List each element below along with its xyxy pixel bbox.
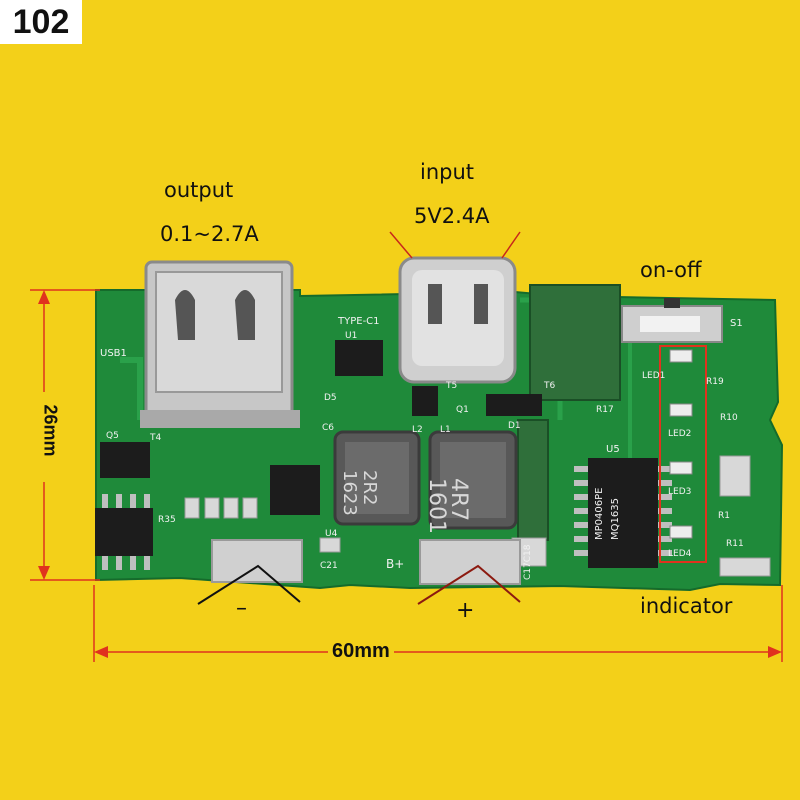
- copper-strip: [517, 419, 549, 541]
- silk-t4: T4: [149, 433, 161, 443]
- battery-pad-positive: [419, 539, 521, 585]
- silk-led4: LED4: [668, 549, 692, 559]
- silk-r1: R1: [718, 511, 730, 521]
- silk-inductor-l1: 4R7: [446, 478, 471, 521]
- indicator-highlight-box: [659, 345, 707, 563]
- silk-c17c18: C17C18: [523, 544, 533, 580]
- height-dimension-label: 26mm: [40, 404, 61, 457]
- input-callout-left: [389, 231, 413, 259]
- silk-d1: D1: [508, 421, 521, 431]
- slide-switch: [621, 298, 723, 343]
- product-number-badge: 102: [0, 0, 82, 44]
- silk-ic-u5-marking: MP0406PE: [594, 488, 605, 540]
- output-range-label: 0.1~2.7A: [160, 222, 259, 246]
- switch-label: on-off: [640, 258, 702, 282]
- silk-usb1: USB1: [100, 348, 127, 359]
- negative-terminal-label: –: [236, 596, 247, 621]
- silk-r35: R35: [158, 515, 176, 525]
- usb-c-port: [398, 256, 517, 384]
- silk-c6: C6: [322, 423, 334, 433]
- silk-type-c1: TYPE-C1: [337, 316, 380, 327]
- indicator-label: indicator: [640, 594, 733, 618]
- silk-u1: U1: [345, 331, 357, 341]
- usb-a-port: [140, 260, 300, 428]
- silk-q1: Q1: [456, 405, 469, 415]
- silk-t6: T6: [543, 381, 555, 391]
- silk-l1: L1: [440, 425, 451, 435]
- silk-d5: D5: [324, 393, 337, 403]
- silk-led3: LED3: [668, 487, 691, 497]
- input-spec-label: 5V2.4A: [414, 204, 490, 228]
- input-title-label: input: [420, 160, 475, 184]
- inductor-l1: [428, 430, 518, 530]
- positive-terminal-label: +: [456, 598, 475, 623]
- silk-r11: R11: [726, 539, 744, 549]
- thermal-pad: [529, 284, 621, 401]
- silk-r10: R10: [720, 413, 738, 423]
- inductor-l2: [333, 430, 421, 526]
- height-label-bg: [28, 392, 60, 482]
- transistor-q5: [100, 442, 150, 478]
- silk-u5: U5: [606, 444, 620, 455]
- silk-r19: R19: [706, 377, 724, 387]
- silk-ic-u5-marking-2: MQ1635: [610, 498, 621, 540]
- silk-s1: S1: [730, 318, 743, 329]
- silk-b-plus: B+: [386, 557, 404, 571]
- output-title-label: output: [164, 178, 234, 202]
- width-dimension-line: [93, 585, 783, 662]
- silk-l2: L2: [412, 425, 423, 435]
- silk-u4: U4: [325, 529, 338, 539]
- ic-qfn: [270, 465, 320, 515]
- silk-t5: T5: [445, 381, 457, 391]
- transistor-q1: [412, 386, 438, 416]
- diode-d1: [486, 394, 542, 416]
- ic-left: [95, 494, 153, 570]
- silk-led1: LED1: [642, 371, 665, 381]
- silk-q5: Q5: [106, 431, 119, 441]
- silk-inductor-l2b: 1623: [339, 470, 360, 516]
- input-callout-right: [501, 231, 521, 259]
- width-dimension-label: 60mm: [328, 640, 394, 663]
- negative-callout: [197, 564, 301, 605]
- silk-led2: LED2: [668, 429, 691, 439]
- battery-pad-negative: [211, 539, 303, 583]
- ic-u5: [574, 458, 672, 568]
- silk-inductor-l2: 2R2: [359, 470, 380, 505]
- silk-c21: C21: [320, 561, 338, 571]
- silk-inductor-l1b: 1601: [424, 478, 449, 534]
- silk-r17: R17: [596, 405, 614, 415]
- ic-u1: [335, 340, 383, 376]
- positive-callout: [417, 564, 521, 605]
